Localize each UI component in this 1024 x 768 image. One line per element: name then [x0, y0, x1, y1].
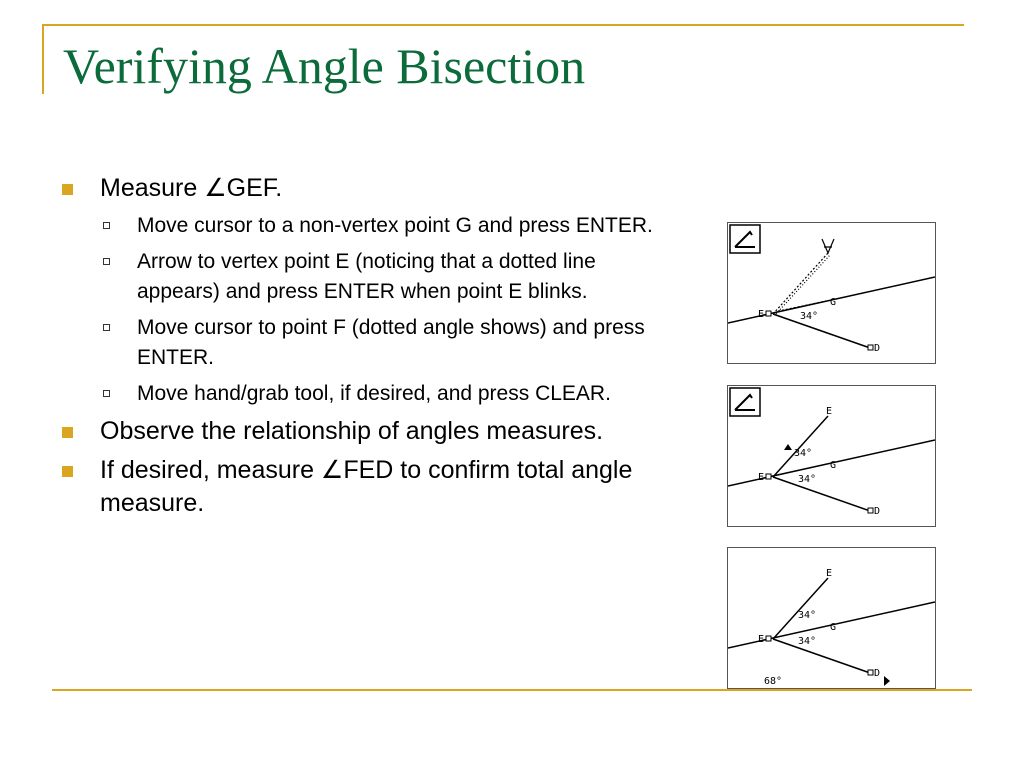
bullet-text: If desired, measure ∠FED to confirm tota…	[100, 456, 633, 517]
sub-bullet-list: Move cursor to a non-vertex point G and …	[62, 211, 662, 409]
line-through-e	[728, 276, 935, 324]
frame-bottom-rule	[52, 689, 972, 691]
point-label: G	[830, 460, 836, 471]
geometry-drawing: E G D E 34° 34°	[728, 387, 935, 517]
hollow-square-bullet-icon	[103, 390, 110, 397]
point-label: E	[758, 472, 764, 483]
angle-label: 34°	[798, 474, 816, 485]
point-e-marker	[765, 473, 772, 480]
total-angle-label: 68°	[764, 676, 782, 687]
square-bullet-icon	[62, 427, 73, 438]
ray-ed	[772, 638, 874, 675]
square-bullet-icon	[62, 184, 73, 195]
ray-eg	[772, 577, 829, 640]
point-d-marker	[867, 669, 874, 676]
hollow-square-bullet-icon	[103, 258, 110, 265]
bullet-measure-gef: Measure ∠GEF.	[62, 172, 662, 205]
sub-bullet-item: Arrow to vertex point E (noticing that a…	[62, 247, 662, 307]
point-label: G	[830, 622, 836, 633]
angle-label: 34°	[798, 610, 816, 621]
point-e-marker	[765, 635, 772, 642]
calculator-screen-2: E G D E 34° 34°	[727, 385, 936, 527]
angle-label: 34°	[800, 311, 818, 322]
point-label: E	[826, 406, 832, 417]
sub-bullet-text: Move cursor to a non-vertex point G and …	[137, 214, 653, 237]
sub-bullet-text: Move cursor to point F (dotted angle sho…	[137, 316, 645, 369]
geometry-drawing: E G D 34°	[728, 224, 935, 354]
frame-left-rule	[42, 24, 44, 94]
geometry-drawing: E G D E 34° 34° 68°	[728, 568, 935, 687]
hollow-square-bullet-icon	[103, 324, 110, 331]
sub-bullet-text: Move hand/grab tool, if desired, and pre…	[137, 382, 611, 405]
hollow-square-bullet-icon	[103, 222, 110, 229]
line-through-e	[728, 601, 935, 649]
arrow-cursor-icon	[884, 676, 890, 686]
point-label: E	[826, 568, 832, 579]
calculator-screen-1: E G D 34°	[727, 222, 936, 364]
slide-title: Verifying Angle Bisection	[63, 38, 586, 94]
angle-label: 34°	[798, 636, 816, 647]
sub-bullet-item: Move cursor to point F (dotted angle sho…	[62, 313, 662, 373]
point-e-marker	[765, 310, 772, 317]
point-label: E	[758, 634, 764, 645]
point-label: E	[758, 309, 764, 320]
line-through-e	[728, 439, 935, 487]
ray-eg	[772, 415, 829, 478]
bullet-text: Measure ∠GEF.	[100, 174, 283, 202]
tool-icon	[729, 224, 761, 254]
sub-bullet-item: Move hand/grab tool, if desired, and pre…	[62, 379, 662, 409]
hand-cursor-icon	[784, 444, 792, 450]
point-label: D	[874, 668, 880, 679]
sub-bullet-item: Move cursor to a non-vertex point G and …	[62, 211, 662, 241]
point-label: D	[874, 506, 880, 517]
ray-ed	[772, 476, 874, 513]
dotted-angle-arm	[777, 300, 827, 312]
ray-ed	[772, 313, 874, 350]
dotted-ray	[775, 254, 831, 315]
point-d-marker	[867, 507, 874, 514]
point-label: D	[874, 343, 880, 354]
point-label: G	[830, 297, 836, 308]
square-bullet-icon	[62, 466, 73, 477]
dotted-ray	[772, 252, 829, 315]
angle-label: 34°	[794, 448, 812, 459]
frame-top-rule	[42, 24, 964, 26]
bullet-measure-fed: If desired, measure ∠FED to confirm tota…	[62, 454, 662, 520]
pencil-cursor-icon	[821, 238, 835, 255]
tool-icon	[729, 387, 761, 417]
bullet-observe: Observe the relationship of angles measu…	[62, 415, 662, 448]
point-d-marker	[867, 344, 874, 351]
bullet-list: Measure ∠GEF. Move cursor to a non-verte…	[62, 172, 662, 526]
calculator-screen-3: E G D E 34° 34° 68°	[727, 547, 936, 689]
bullet-text: Observe the relationship of angles measu…	[100, 417, 604, 445]
sub-bullet-text: Arrow to vertex point E (noticing that a…	[137, 250, 596, 303]
